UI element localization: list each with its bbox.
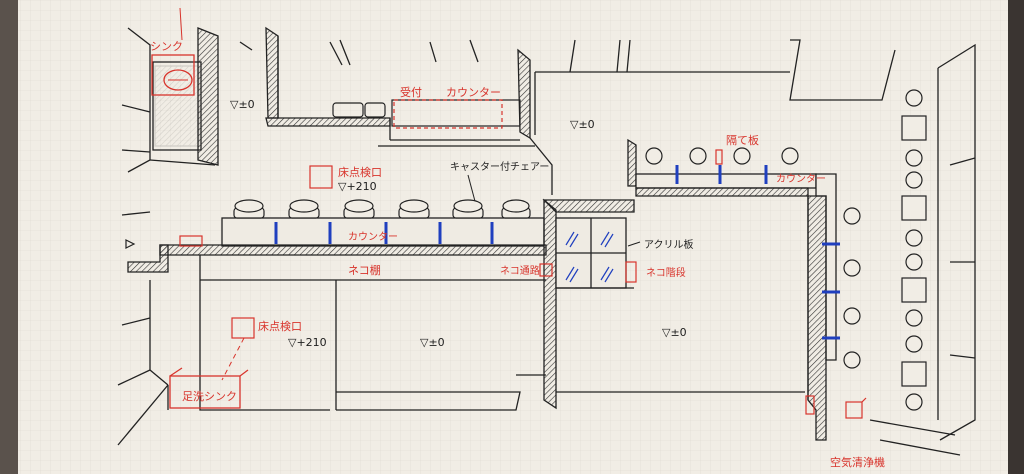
inspection-hatch-2 [231, 317, 255, 339]
left-dividers [274, 222, 494, 244]
red-marker-left [179, 235, 203, 247]
left-chairs [233, 199, 531, 219]
cat-box [542, 198, 635, 410]
chair [398, 199, 430, 219]
inspection-hatch-1 [309, 165, 333, 189]
label-floor-inspection-1: 床点検口 [338, 165, 382, 179]
label-kitchen-counter: カウンター [446, 86, 501, 99]
chair [343, 199, 375, 219]
sink-room [149, 27, 219, 166]
label-air-purifier: 空気清浄機 [830, 455, 885, 469]
foot-sink [169, 375, 241, 409]
right-chairs-top [645, 147, 799, 165]
label-floor-3: ▽+210 [338, 180, 377, 193]
sink-top [151, 54, 195, 96]
label-reception: 受付 [400, 86, 422, 99]
label-floor-4: ▽+210 [288, 336, 327, 349]
label-counter-right: カウンター [776, 173, 826, 185]
paper-shadow-left [0, 0, 18, 474]
chair [452, 199, 484, 219]
label-floor-inspection-2: 床点検口 [258, 319, 302, 333]
label-floor-6: ▽±0 [662, 326, 687, 339]
label-cat-shelf: ネコ棚 [348, 263, 381, 277]
air-purifier [845, 401, 863, 419]
partition-box [715, 149, 723, 165]
kitchen-counter-outline [393, 99, 503, 129]
label-floor-2: ▽±0 [570, 118, 595, 131]
label-foot-sink: 足洗シンク [182, 390, 237, 403]
acrylic-marks [565, 231, 614, 283]
upper-wall [265, 26, 553, 195]
right-counter [627, 138, 837, 441]
red-marker-right [805, 395, 815, 415]
label-cat-path: ネコ通路 [500, 264, 540, 277]
far-right-tables [901, 115, 927, 387]
right-dividers [675, 165, 840, 340]
lower-rooms [149, 280, 805, 411]
perspective-lines [117, 27, 976, 456]
chair [233, 199, 265, 219]
label-acrylic: アクリル板 [644, 238, 694, 251]
label-counter-left: カウンター [348, 231, 398, 243]
label-floor-1: ▽±0 [230, 98, 255, 111]
chair [501, 199, 531, 219]
label-floor-5: ▽±0 [420, 336, 445, 349]
far-right-stools [905, 89, 923, 411]
label-caster-chair: キャスター付チェアー [450, 160, 549, 173]
label-sink: シンク [150, 40, 183, 53]
paper-shadow-right [1008, 0, 1024, 474]
sink-bowl [163, 69, 193, 91]
chair [288, 199, 320, 219]
right-chairs-side [843, 207, 861, 369]
label-partition: 隔て板 [726, 133, 759, 147]
kitchen-sinks [332, 99, 521, 127]
label-cat-stairs: ネコ階段 [646, 266, 686, 279]
cat-path-box [539, 263, 553, 277]
edge-arrows [125, 239, 136, 249]
cat-stairs-box [625, 261, 637, 283]
